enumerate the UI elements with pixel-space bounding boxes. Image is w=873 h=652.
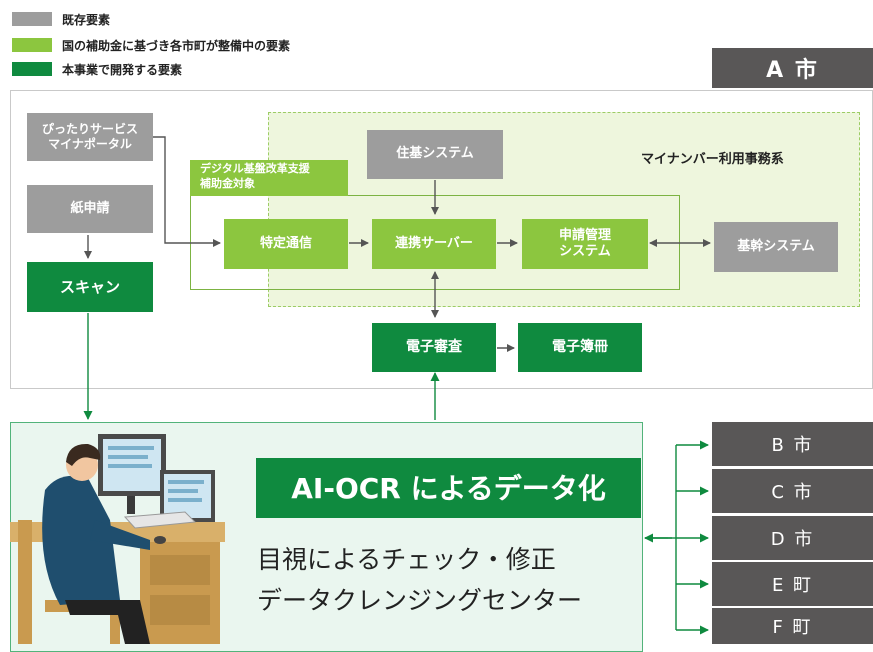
person-icon — [42, 443, 150, 644]
city-e: E 町 — [712, 562, 873, 606]
center-line-2: データクレンジングセンター — [257, 586, 583, 615]
legend-swatch-dark-green — [12, 62, 52, 76]
center-line-1: 目視によるチェック・修正 — [257, 545, 556, 574]
node-pittari: ぴったりサービス マイナポータル — [27, 113, 153, 161]
node-kikan: 基幹システム — [714, 222, 838, 272]
subsidy-label: デジタル基盤改革支援 補助金対象 — [190, 160, 348, 196]
node-denshi-shinsa: 電子審査 — [372, 323, 496, 372]
legend-label: 国の補助金に基づき各市町が整備中の要素 — [62, 38, 291, 53]
legend-subsidy: 国の補助金に基づき各市町が整備中の要素 — [12, 38, 291, 53]
node-tokutei: 特定通信 — [224, 219, 348, 269]
city-c: C 市 — [712, 469, 873, 513]
legend-new: 本事業で開発する要素 — [12, 62, 183, 77]
legend-label: 本事業で開発する要素 — [62, 62, 183, 77]
desk-icon — [10, 522, 225, 644]
arrow-pittari-tokutei — [152, 136, 221, 247]
monitor-icon — [98, 434, 215, 522]
node-paper: 紙申請 — [27, 185, 153, 233]
region-label: マイナンバー利用事務系 — [641, 152, 784, 167]
city-b: B 市 — [712, 422, 873, 466]
node-renkei: 連携サーバー — [372, 219, 496, 269]
legend-label: 既存要素 — [62, 12, 111, 27]
keyboard-icon — [123, 511, 197, 544]
node-shinsei: 申請管理 システム — [522, 219, 648, 269]
node-denshi-boo: 電子簿冊 — [518, 323, 642, 372]
node-scan: スキャン — [27, 262, 153, 312]
center-title: AI-OCR によるデータ化 — [256, 458, 641, 518]
legend-swatch-light-green — [12, 38, 52, 52]
node-juki: 住基システム — [367, 130, 503, 179]
city-a-header: A 市 — [712, 48, 873, 88]
mynumber-region — [268, 112, 860, 307]
legend-existing: 既存要素 — [12, 12, 111, 27]
city-f: F 町 — [712, 608, 873, 644]
legend-swatch-gray — [12, 12, 52, 26]
city-d: D 市 — [712, 516, 873, 560]
